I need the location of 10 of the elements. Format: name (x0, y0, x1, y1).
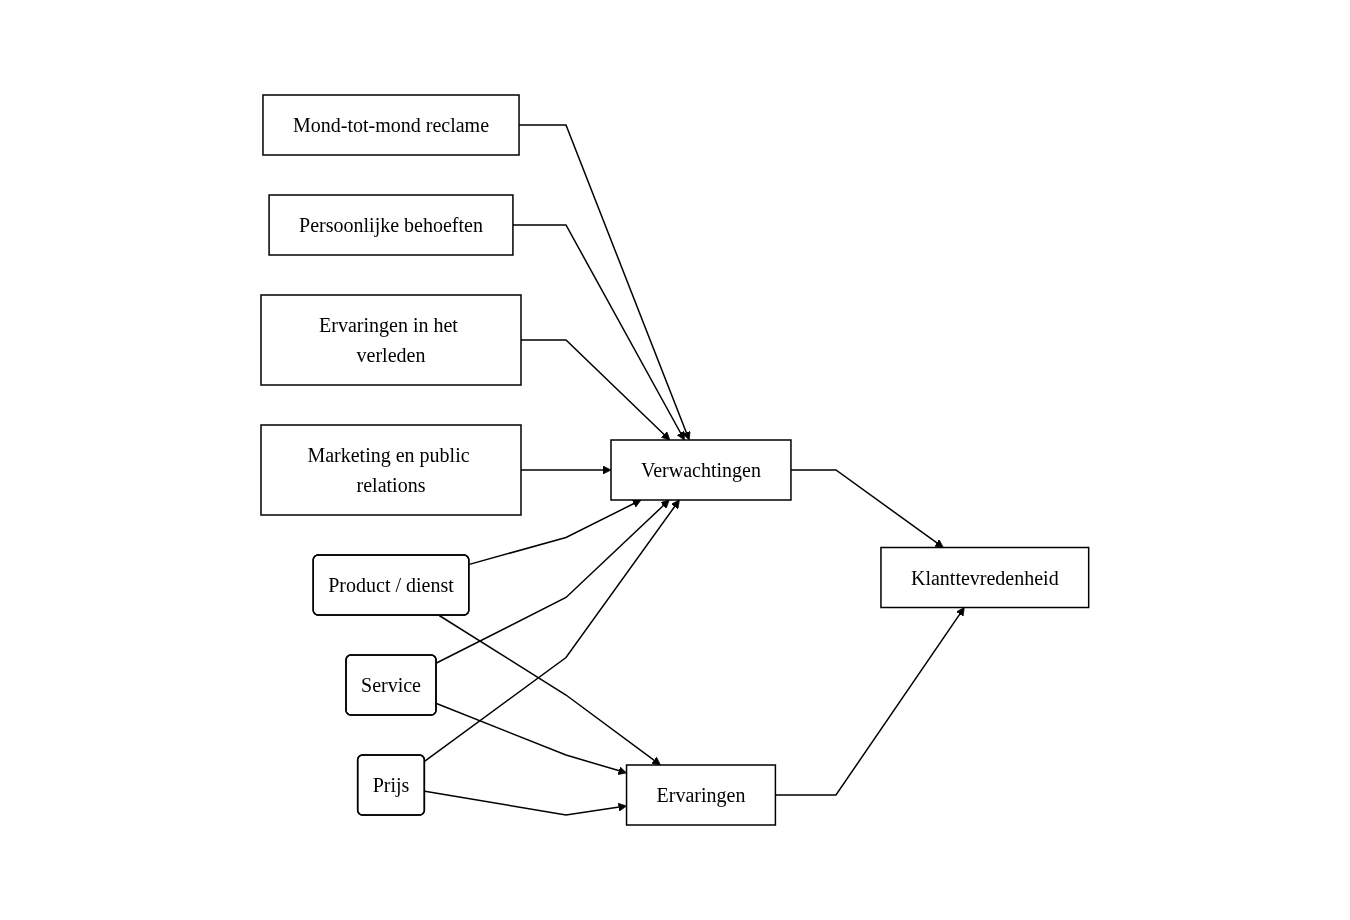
node-box: Ervaringen (625, 764, 777, 826)
node-box: Klanttevredenheid (880, 546, 1090, 609)
node-box: Verwachtingen (610, 439, 792, 501)
arrow (424, 499, 680, 762)
arrow (468, 499, 642, 566)
node-box: Mond-tot-mond reclame (262, 94, 520, 156)
node-box: Ervaringen in het verleden (260, 294, 522, 386)
node-box: Persoonlijke behoeften (268, 194, 514, 256)
node-box: Marketing en public relations (260, 424, 522, 516)
arrow (438, 614, 662, 766)
